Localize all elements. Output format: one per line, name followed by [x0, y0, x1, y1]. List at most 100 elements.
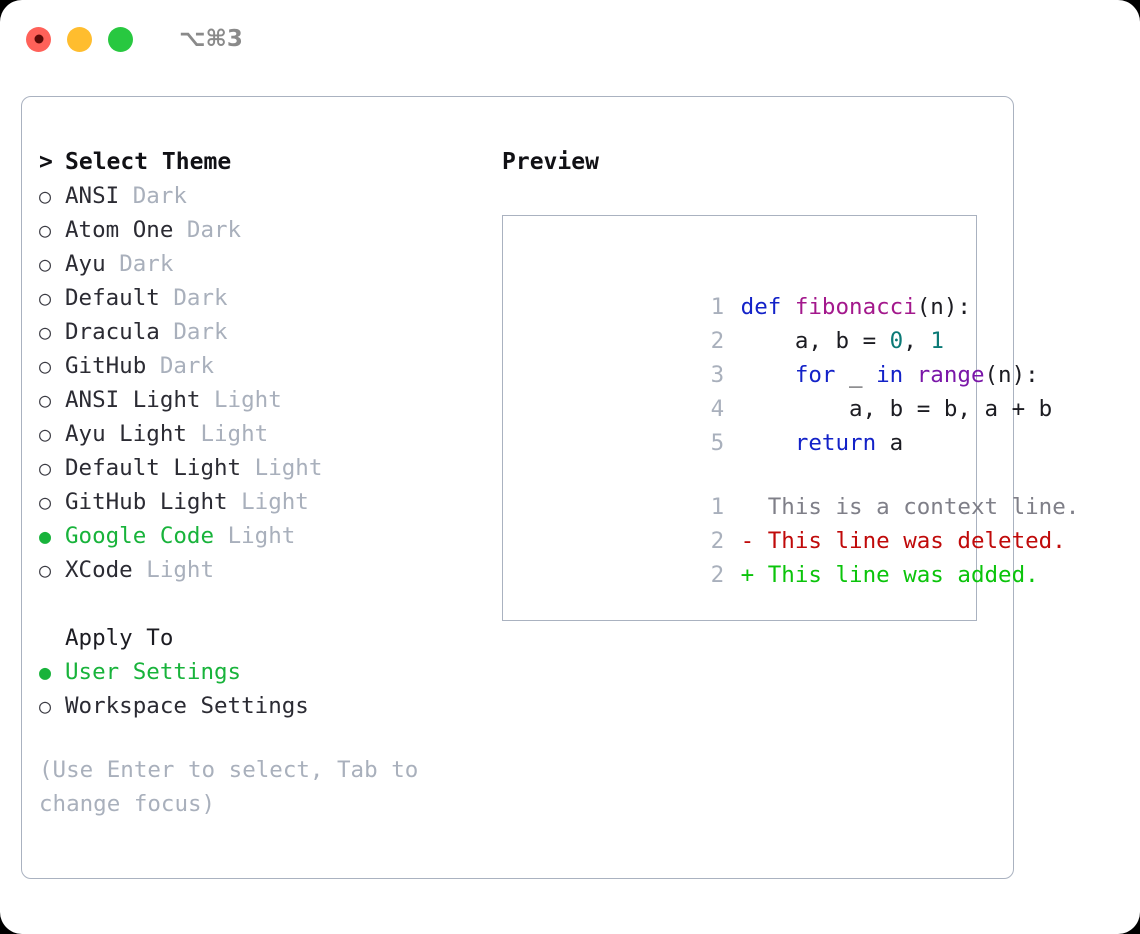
radio-icon: ○: [39, 490, 52, 514]
diff-line-removed: 2- This line was deleted.: [521, 490, 1066, 554]
theme-picker-column: >Select Theme ○ANSI Dark ○Atom One Dark …: [39, 145, 469, 821]
theme-list-item[interactable]: ○ Ayu Light Light: [39, 417, 469, 451]
code-line: 3 for _ in range(n):: [521, 324, 1039, 388]
hint-space: [39, 723, 469, 753]
line-number: 4: [710, 396, 725, 422]
theme-variant: Dark: [173, 319, 228, 345]
keyboard-shortcut-label: ⌥⌘3: [179, 26, 243, 52]
theme-name: ANSI: [65, 183, 120, 209]
theme-list-item[interactable]: ○ Atom One Dark: [39, 213, 469, 247]
radio-icon: ○: [39, 184, 52, 208]
radio-icon: ○: [39, 286, 52, 310]
code-token: ,: [903, 328, 931, 354]
theme-variant: Dark: [132, 183, 187, 209]
minimize-button-icon[interactable]: [67, 26, 92, 52]
theme-list-item-selected[interactable]: ●Google Code Light: [39, 519, 469, 553]
theme-list-item[interactable]: ○XCode Light: [39, 553, 469, 587]
theme-list-item[interactable]: ○ Dracula Dark: [39, 315, 469, 349]
code-token: 1: [930, 328, 944, 354]
apply-to-option[interactable]: ○ Workspace Settings: [39, 689, 469, 723]
maximize-button-icon[interactable]: [108, 26, 133, 52]
theme-variant: Dark: [119, 251, 174, 277]
keyboard-hint-line2: change focus): [39, 791, 216, 817]
radio-icon: ○: [39, 422, 52, 446]
code-token: range: [916, 362, 985, 388]
theme-variant: Dark: [186, 217, 242, 243]
theme-name: Dracula: [65, 319, 160, 345]
code-token: fibonacci: [794, 294, 917, 320]
theme-name: Ayu Light: [65, 421, 187, 447]
theme-name: GitHub Light: [65, 489, 228, 515]
diff-marker: -: [740, 528, 755, 554]
radio-icon-selected: ●: [39, 660, 52, 684]
diff-marker: +: [740, 562, 755, 588]
radio-icon: ○: [39, 218, 52, 242]
traffic-lights: [26, 26, 133, 52]
page-title: Select Theme: [65, 149, 232, 175]
radio-icon-selected: ●: [39, 524, 52, 548]
code-token: [741, 430, 795, 456]
apply-to-option-label: User Settings: [65, 659, 242, 685]
title-bar: ⌥⌘3: [0, 0, 1140, 78]
theme-list-item[interactable]: ○ANSI Light Light: [39, 383, 469, 417]
radio-icon: ○: [39, 252, 52, 276]
line-number: 1: [710, 294, 725, 320]
theme-list-item[interactable]: ○Ayu Dark: [39, 247, 469, 281]
list-divider-space: [39, 587, 469, 621]
theme-variant: Dark: [173, 285, 228, 311]
theme-variant: Light: [200, 421, 269, 447]
theme-list-item[interactable]: ○ GitHub Dark: [39, 349, 469, 383]
theme-list-item[interactable]: ○ ANSI Dark: [39, 179, 469, 213]
theme-variant: Light: [241, 489, 309, 515]
code-token: in: [876, 362, 904, 388]
theme-name: Atom One: [65, 217, 174, 243]
theme-name: Google Code: [65, 523, 215, 549]
radio-icon: ○: [39, 354, 52, 378]
theme-list-item[interactable]: ○ GitHub Light Light: [39, 485, 469, 519]
radio-icon: ○: [39, 558, 52, 582]
radio-icon: ○: [39, 694, 52, 718]
code-token: def: [740, 294, 795, 320]
code-token: for: [794, 362, 836, 388]
radio-icon: ○: [39, 320, 52, 344]
theme-variant: Light: [146, 557, 215, 583]
apply-to-option-selected[interactable]: ● User Settings: [39, 655, 469, 689]
keyboard-hint-line1: (Use Enter to select, Tab to: [39, 757, 419, 783]
code-token: a, b =: [740, 328, 890, 354]
line-number: 2: [710, 328, 725, 354]
code-token: (n):: [916, 294, 971, 320]
code-token: _: [835, 362, 877, 388]
radio-icon: ○: [39, 388, 52, 412]
diff-line-context: 1 This is a context line.: [521, 456, 1080, 520]
code-line: 4 a, b = b, a + b: [521, 358, 1053, 422]
theme-variant: Dark: [159, 353, 215, 379]
theme-list-item[interactable]: ○Default Light Light: [39, 451, 469, 485]
theme-variant: Light: [214, 387, 282, 413]
code-token: [741, 362, 795, 388]
diff-text: This is a context line.: [767, 494, 1080, 520]
close-button-icon[interactable]: [26, 26, 51, 52]
code-line: 5 return a: [521, 392, 976, 456]
theme-name: GitHub: [65, 353, 147, 379]
diff-line-added: 2+ This line was added.: [521, 524, 1039, 588]
diff-marker: [741, 494, 768, 520]
code-token: (n):: [984, 362, 1039, 388]
line-number: 5: [710, 430, 725, 456]
code-token: a: [876, 430, 904, 456]
line-number: 1: [710, 494, 725, 520]
code-line: 2 a, b = 0, 1: [521, 290, 976, 354]
theme-picker-heading: >Select Theme: [39, 145, 469, 179]
line-number: 2: [710, 528, 725, 554]
theme-list-item[interactable]: ○ Default Dark: [39, 281, 469, 315]
main-panel: >Select Theme ○ANSI Dark ○Atom One Dark …: [21, 96, 1080, 879]
code-token: return: [794, 430, 877, 456]
keyboard-hint: (Use Enter to select, Tab to change focu…: [39, 753, 459, 821]
apply-to-option-label: Workspace Settings: [65, 693, 309, 719]
theme-variant: Light: [254, 455, 323, 481]
preview-title: Preview: [502, 149, 599, 175]
theme-name: Default: [65, 285, 160, 311]
